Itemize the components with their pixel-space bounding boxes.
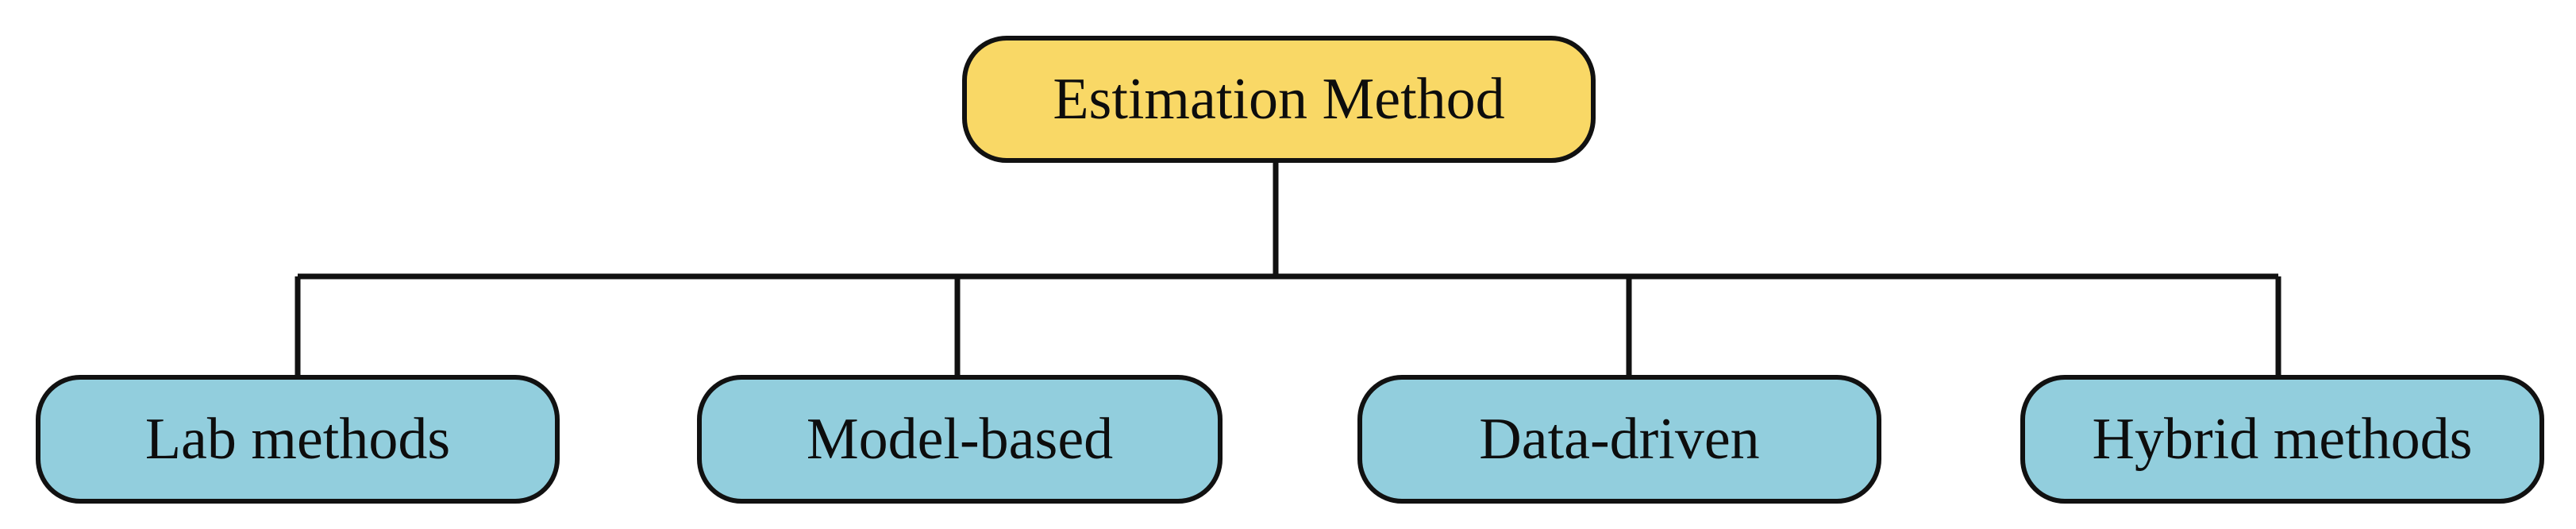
node-model-based[interactable]: Model-based [697, 375, 1223, 504]
node-label-data-driven: Data-driven [1479, 407, 1760, 472]
node-label-model-based: Model-based [806, 407, 1114, 472]
node-label-estimation-method: Estimation Method [1053, 67, 1505, 132]
node-label-lab-methods: Lab methods [144, 407, 451, 472]
node-estimation-method[interactable]: Estimation Method [962, 36, 1596, 163]
node-data-driven[interactable]: Data-driven [1357, 375, 1881, 504]
node-lab-methods[interactable]: Lab methods [36, 375, 560, 504]
node-label-hybrid-methods: Hybrid methods [2092, 407, 2473, 472]
node-hybrid-methods[interactable]: Hybrid methods [2020, 375, 2544, 504]
